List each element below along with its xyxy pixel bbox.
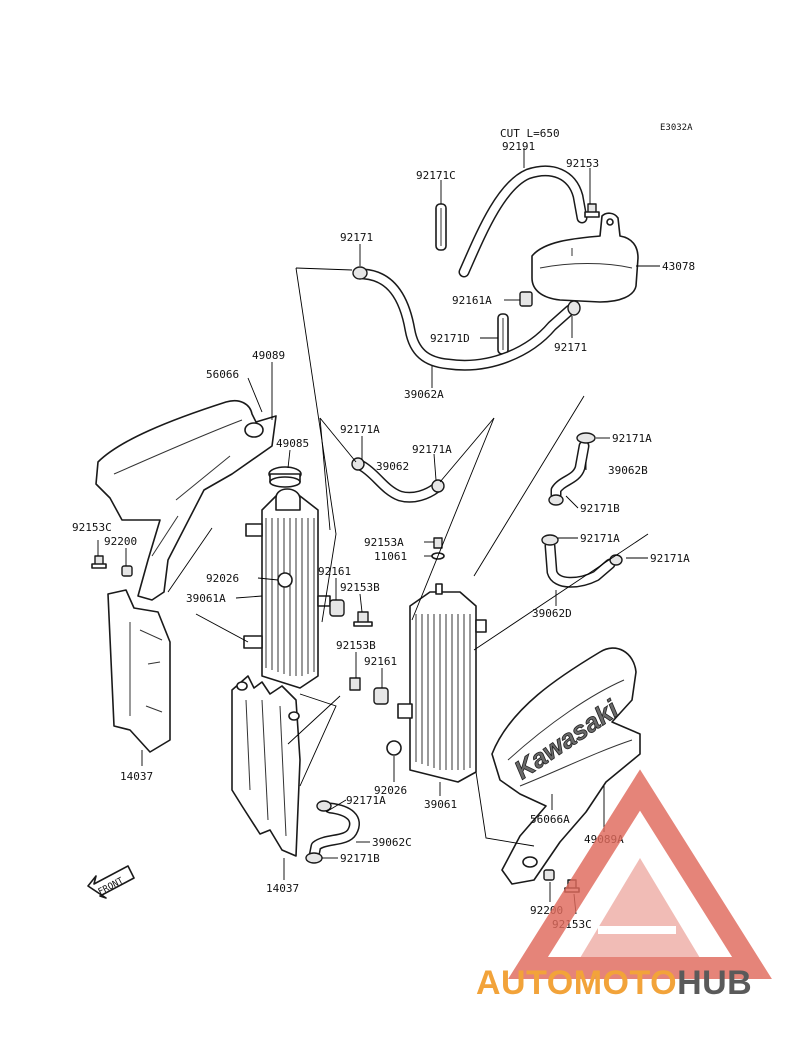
label-92161a: 92161A: [452, 294, 492, 307]
label-39062c: 39062C: [372, 836, 412, 849]
label-39062a: 39062A: [404, 388, 444, 401]
label-39062d: 39062D: [532, 607, 572, 620]
hose-clamp-92171d[interactable]: [497, 313, 509, 355]
radiator-hose-39062a[interactable]: [352, 266, 581, 371]
label-39062b: 39062B: [608, 464, 648, 477]
grommet-92026-left[interactable]: [277, 572, 293, 588]
radiator-hose-39062b[interactable]: [548, 432, 596, 506]
label-92171d: 92171D: [430, 332, 470, 345]
radiator-screen-left[interactable]: [107, 589, 171, 753]
watermark-text-hub: HUB: [677, 964, 752, 1002]
label-92171-tank: 92171: [554, 341, 587, 354]
watermark-text-automoto: AUTOMOTO: [476, 964, 677, 1002]
overflow-hose[interactable]: [458, 165, 588, 278]
collar-92200-right[interactable]: [543, 869, 555, 881]
label-92171b-1: 92171B: [580, 502, 620, 515]
radiator-cap[interactable]: [268, 466, 302, 488]
label-92171: 92171: [340, 231, 373, 244]
grommet-92161-lower[interactable]: [373, 687, 389, 705]
grommet-92161a[interactable]: [519, 291, 533, 307]
label-92191: 92191: [502, 140, 535, 153]
label-39061: 39061: [424, 798, 457, 811]
label-39062: 39062: [376, 460, 409, 473]
bolt-92153b-lower[interactable]: [349, 677, 361, 691]
label-92153: 92153: [566, 157, 599, 170]
label-14037-center: 14037: [266, 882, 299, 895]
front-direction-arrow: FRONT: [87, 865, 135, 899]
label-56066: 56066: [206, 368, 239, 381]
label-92153c-left: 92153C: [72, 521, 112, 534]
hose-length-note: CUT L=650: [500, 127, 560, 140]
label-92171c: 92171C: [416, 169, 456, 182]
bolt-92153b-upper[interactable]: [353, 611, 373, 627]
fastener-92153c-left[interactable]: [91, 555, 107, 569]
radiator-shroud-left[interactable]: [95, 399, 277, 601]
label-14037-left: 14037: [120, 770, 153, 783]
label-92171a-1: 92171A: [340, 423, 380, 436]
label-92161-lower: 92161: [364, 655, 397, 668]
grommet-92026-right[interactable]: [386, 740, 402, 756]
label-92026-left: 92026: [206, 572, 239, 585]
label-92171a-4: 92171A: [580, 532, 620, 545]
radiator-screen-center[interactable]: [231, 675, 301, 857]
label-92161-upper: 92161: [318, 565, 351, 578]
grommet-92161-upper[interactable]: [329, 599, 345, 617]
label-49089: 49089: [252, 349, 285, 362]
label-92171a-3: 92171A: [612, 432, 652, 445]
label-92171a-2: 92171A: [412, 443, 452, 456]
label-92171b-2: 92171B: [340, 852, 380, 865]
label-92153b-upper: 92153B: [340, 581, 380, 594]
label-39061a: 39061A: [186, 592, 226, 605]
watermark-logo-text: AUTOMOTOHUB: [476, 964, 752, 1002]
label-92153b-lower: 92153B: [336, 639, 376, 652]
radiator-shroud-right[interactable]: Kawasaki: [491, 647, 641, 885]
label-11061: 11061: [374, 550, 407, 563]
callout-leaders: [97, 148, 660, 915]
bolt-92153[interactable]: [584, 203, 600, 218]
assembly-guide-lines: [167, 267, 649, 847]
label-92171a-5: 92171A: [650, 552, 690, 565]
label-92026-right: 92026: [374, 784, 407, 797]
label-92200-left: 92200: [104, 535, 137, 548]
hose-clamp-92171c[interactable]: [435, 203, 447, 251]
reservoir-tank[interactable]: [531, 212, 639, 303]
label-92171a-6: 92171A: [346, 794, 386, 807]
label-92153a: 92153A: [364, 536, 404, 549]
collar-92200-left[interactable]: [121, 565, 133, 577]
label-56066a: 56066A: [530, 813, 570, 826]
bolt-92153a[interactable]: [433, 537, 443, 549]
label-43078: 43078: [662, 260, 695, 273]
diagram-code: E3032A: [660, 123, 693, 133]
watermark: [508, 769, 772, 979]
radiator-left[interactable]: [243, 488, 331, 689]
svg-text:AUTOMOTOHUB: AUTOMOTOHUB: [476, 964, 752, 1002]
label-49085: 49085: [276, 437, 309, 450]
radiator-right[interactable]: [397, 583, 487, 783]
